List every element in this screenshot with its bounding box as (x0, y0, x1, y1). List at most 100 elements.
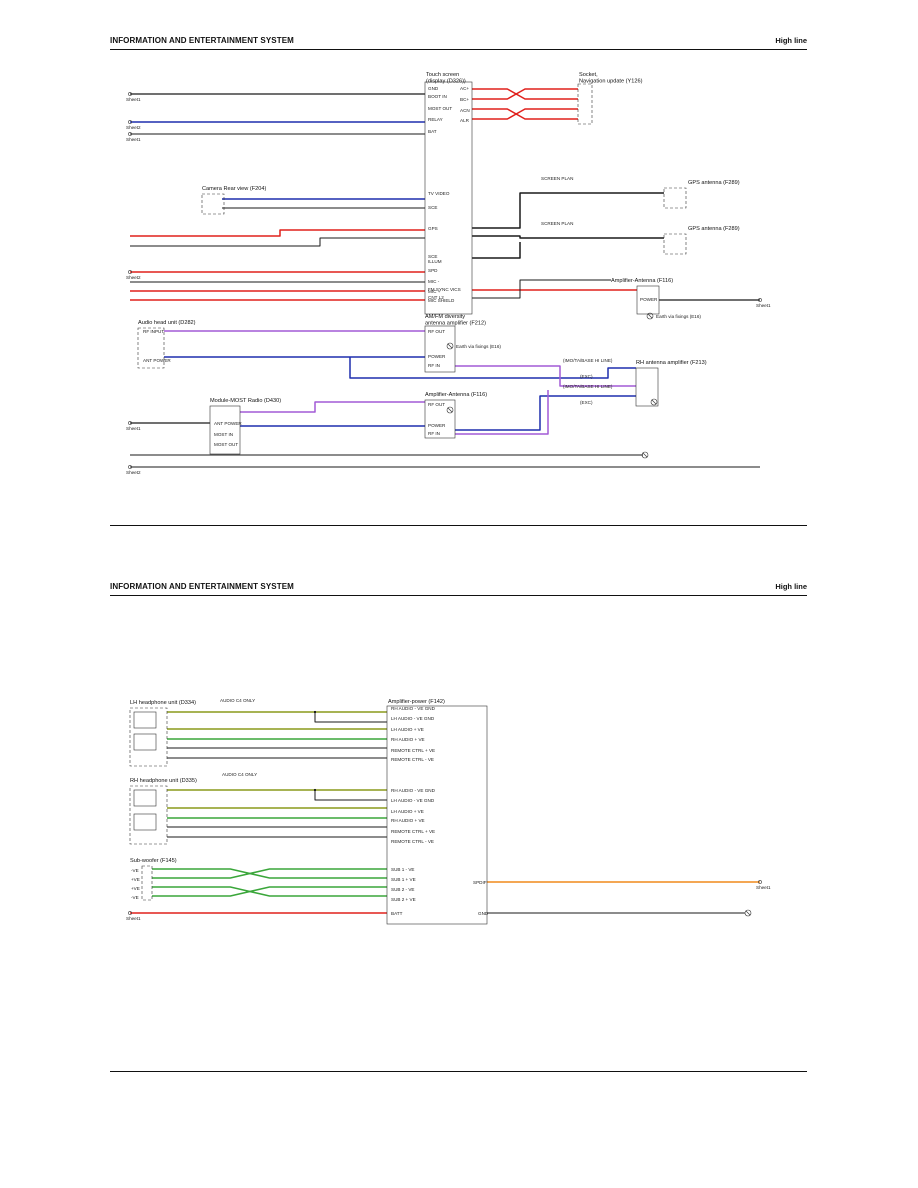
am-fm-amp-label: antenna amplifier (F212) (425, 321, 486, 327)
pin-label: SPD (428, 268, 438, 273)
wire-nav-twisted (472, 88, 578, 100)
amp-pin-label: SPDIF (473, 880, 487, 885)
amp-pin-label: LH AUDIO - VE GND (391, 798, 435, 803)
pin-label: FM SYNC VICS (428, 287, 461, 292)
earth-icon (446, 406, 454, 414)
pin-label: ILLUM (428, 259, 442, 264)
pin-label: POWER (640, 297, 658, 302)
amp-pin-label: RH AUDIO + VE (391, 818, 425, 823)
sheet-ref: Sheet1 (126, 137, 141, 142)
label-group: Touch screen(display (D326)) GND BOOT IN MO… (126, 72, 771, 921)
amp-pin-label: RH AUDIO - VE GND (391, 706, 436, 711)
pin-label: BAT (428, 129, 437, 134)
wire-group (130, 88, 760, 914)
wire-sub-twisted (152, 886, 387, 897)
sheet-ref-marker (128, 120, 132, 124)
pin-label: RF INPUT (143, 329, 164, 334)
amp-pin-label: SUB 1 + VE (391, 877, 416, 882)
pin-label: MOST IN (214, 432, 233, 437)
variant-label: High line (775, 36, 807, 45)
pin-label: TV VIDEO (428, 191, 450, 196)
rf-amp-box (635, 367, 659, 407)
am-fm-amp-label: AM/FM diversity (425, 314, 465, 320)
sub-pin-label: -VE (131, 895, 139, 900)
wire-red (130, 229, 425, 237)
camera-box (201, 193, 225, 215)
sheet-ref: Sheet1 (756, 885, 771, 890)
page-title: INFORMATION AND ENTERTAINMENT SYSTEM (110, 582, 294, 591)
pin-label: MOST OUT (214, 442, 238, 447)
wire-gps (472, 235, 664, 239)
nav-socket-box (577, 83, 593, 125)
pin-label: ACN (460, 108, 470, 113)
wire-sub-twisted (152, 868, 387, 879)
gps-antenna-box (663, 187, 687, 209)
earth-icon (650, 398, 658, 406)
amp-pin-label: REMOTE CTRL + VE (391, 748, 435, 753)
amp-pin-label: LH AUDIO - VE GND (391, 716, 435, 721)
pin-label: POWER (428, 423, 446, 428)
pin-label: ALR (460, 118, 470, 123)
pin-label: ANT POWER (143, 358, 171, 363)
pin-label: AC+ (460, 86, 469, 91)
pin-label: RF IN (428, 363, 440, 368)
amp-pin-label: REMOTE CTRL - VE (391, 839, 434, 844)
gps-antenna-label: GPS antenna (F289) (688, 226, 740, 232)
sheet-ref-marker (128, 270, 132, 274)
splice-dot (313, 710, 317, 714)
gps-antenna-box (663, 233, 687, 255)
pin-label: POWER (428, 354, 446, 359)
splice-dot (313, 788, 317, 792)
note-label: AUDIO C4 ONLY (220, 698, 255, 703)
sheet-ref-marker (128, 132, 132, 136)
wire-ant-power (455, 395, 636, 431)
ground-icon (647, 313, 653, 319)
wire-black (314, 790, 387, 801)
page-header-bottom: INFORMATION AND ENTERTAINMENT SYSTEM Hig… (110, 582, 807, 596)
amp-pin-label: SUB 2 + VE (391, 897, 416, 902)
nav-socket-label: Socket, (579, 72, 598, 78)
pin-label: SCE (428, 205, 437, 210)
subwoofer-box (141, 865, 153, 901)
amp-pin-label: GND (478, 911, 489, 916)
sheet-ref-marker (128, 911, 132, 915)
amp-pin-label: BATT (391, 911, 403, 916)
note-label: (IMO/TA/BASE HI LINE) (563, 358, 613, 363)
pin-label: MIC - (428, 279, 440, 284)
headphone-switch-box (133, 733, 157, 751)
amp-pin-label: LH AUDIO + VE (391, 727, 424, 732)
sub-pin-label: +VE (131, 886, 140, 891)
sheet-ref-marker (128, 421, 132, 425)
touch-screen-label: (display (D326)) (426, 79, 466, 85)
amp-pin-label: RH AUDIO - VE GND (391, 788, 436, 793)
pin-label: BOOT IN (428, 94, 447, 99)
pin-label: RF OUT (428, 329, 445, 334)
pin-label: MIC SHIELD (428, 298, 455, 303)
note-label: SCREEN PLAN (541, 176, 573, 181)
wire-black (314, 712, 387, 723)
rh-headphone-box (129, 785, 168, 845)
rf-amp-label: RH antenna amplifier (F213) (636, 360, 707, 366)
component-group (128, 81, 762, 925)
most-radio-label: Module-MOST Radio (D430) (210, 398, 281, 404)
wire-black (130, 237, 425, 247)
earth-label: Earth via fixings (E16) (656, 314, 701, 319)
gps-antenna-label: GPS antenna (F289) (688, 180, 740, 186)
ground-icon (651, 399, 657, 405)
wire-nav-twisted (472, 88, 578, 100)
amplifier-power-box (386, 705, 488, 925)
sheet-ref: Sheet2 (126, 470, 141, 475)
pin-label: SCE (428, 254, 437, 259)
ground-icon (641, 451, 649, 459)
amp-antenna-box (424, 399, 456, 439)
touch-screen-label: Touch screen (426, 72, 459, 78)
pin-label: MOST OUT (428, 106, 452, 111)
ground-icon (447, 407, 453, 413)
variant-label: High line (775, 582, 807, 591)
wire-cnt (472, 279, 611, 299)
sheet-ref: Sheet2 (126, 275, 141, 280)
audio-head-label: Audio head unit (D282) (138, 320, 196, 326)
pin-label: MIC + (428, 289, 441, 294)
note-label: (IMO/TA/BASE HI LINE) (563, 384, 613, 389)
am-fm-amp-box (424, 325, 456, 373)
